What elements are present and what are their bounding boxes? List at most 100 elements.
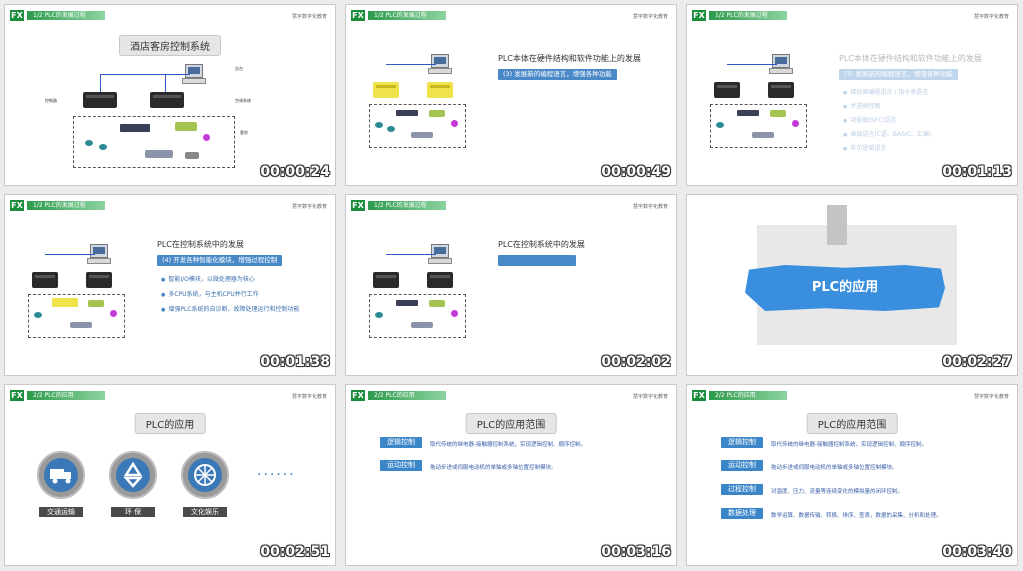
network-line bbox=[727, 64, 777, 65]
network-line bbox=[386, 64, 436, 65]
thumbnail-5[interactable]: FX 1/2 PLC的发展过程 慧宇数字化教育 PLC在控制系统中的发展 00:… bbox=[345, 194, 677, 376]
key-card-icon bbox=[375, 312, 383, 318]
network-line bbox=[386, 254, 436, 255]
switch-device bbox=[52, 298, 78, 307]
section-title: PLC在控制系统中的发展 bbox=[157, 240, 244, 249]
section-title: PLC本体在硬件结构和软件功能上的发展 bbox=[498, 54, 641, 63]
highlight-bar bbox=[498, 255, 576, 266]
thumbnail-2[interactable]: FX 1/2 PLC的发展过程 慧宇数字化教育 PLC本体在硬件结构和软件功能上… bbox=[345, 4, 677, 186]
video-thumbnail-grid: FX 1/2 PLC的发展过程 慧宇数字化教育 酒店客房控制系统 总台 控制器 … bbox=[4, 4, 1019, 567]
slide-title: PLC的应用范围 bbox=[806, 413, 898, 434]
diagram-label: 总台 bbox=[235, 66, 243, 71]
thumbnail-1[interactable]: FX 1/2 PLC的发展过程 慧宇数字化教育 酒店客房控制系统 总台 控制器 … bbox=[4, 4, 336, 186]
timestamp: 00:00:49 bbox=[601, 164, 671, 180]
chapter-label: 1/2 PLC的发展过程 bbox=[368, 11, 446, 20]
controller-device bbox=[32, 272, 58, 288]
category-button: 逻辑控制 bbox=[380, 437, 422, 448]
fx-logo-icon: FX bbox=[351, 10, 365, 21]
brand-logo: 慧宇数字化教育 bbox=[291, 204, 327, 210]
machine-funnel bbox=[827, 205, 847, 245]
slide-title: 酒店客房控制系统 bbox=[119, 35, 221, 56]
switch-device bbox=[396, 300, 418, 306]
chapter-label: 1/2 PLC的发展过程 bbox=[709, 11, 787, 20]
thumbnail-4[interactable]: FX 1/2 PLC的发展过程 慧宇数字化教育 PLC在控制系统中的发展 (4)… bbox=[4, 194, 336, 376]
chapter-label: 1/2 PLC的发展过程 bbox=[27, 201, 105, 210]
sensor-icon bbox=[792, 120, 799, 127]
brand-logo: 慧宇数字化教育 bbox=[291, 394, 327, 400]
module-device bbox=[429, 300, 445, 307]
category-button: 数据处理 bbox=[721, 508, 763, 519]
switch-device bbox=[737, 110, 759, 116]
controller-device bbox=[427, 82, 453, 98]
timestamp: 00:03:16 bbox=[601, 544, 671, 560]
sensor-icon bbox=[203, 134, 210, 141]
fx-logo-icon: FX bbox=[351, 200, 365, 211]
slide-header: FX 1/2 PLC的发展过程 慧宇数字化教育 bbox=[346, 5, 676, 27]
computer-base-icon bbox=[428, 258, 452, 264]
bullet-item: 高级语言(C语、BASIC、汇编) bbox=[843, 129, 931, 138]
slide-header: FX 2/2 PLC的应用 慧宇数字化教育 bbox=[687, 385, 1017, 407]
computer-base-icon bbox=[182, 78, 206, 84]
highlight-bar: (3) 发展新的编程语言，增强各种功能 bbox=[839, 69, 958, 80]
module-device bbox=[175, 122, 197, 131]
thumbnail-8[interactable]: FX 2/2 PLC的应用 慧宇数字化教育 PLC的应用范围 逻辑控制 取代传统… bbox=[345, 384, 677, 566]
controller-device bbox=[427, 272, 453, 288]
computer-base-icon bbox=[428, 68, 452, 74]
slide-header: FX 2/2 PLC的应用 慧宇数字化教育 bbox=[346, 385, 676, 407]
computer-icon bbox=[90, 244, 108, 258]
module-device bbox=[88, 300, 104, 307]
brand-logo: 慧宇数字化教育 bbox=[973, 14, 1009, 20]
panel-device bbox=[752, 132, 774, 138]
sensor-icon bbox=[451, 310, 458, 317]
computer-icon bbox=[431, 244, 449, 258]
diagram-label: 空调系统 bbox=[235, 98, 251, 103]
thumbnail-7[interactable]: FX 2/2 PLC的应用 慧宇数字化教育 PLC的应用 交通运输 环 保 文化… bbox=[4, 384, 336, 566]
ferris-wheel-icon bbox=[181, 451, 229, 499]
section-title: PLC在控制系统中的发展 bbox=[498, 240, 585, 249]
phone-device bbox=[185, 152, 199, 159]
thumbnail-6[interactable]: PLC的应用 00:02:27 bbox=[686, 194, 1018, 376]
diagram-label: 控制器 bbox=[45, 98, 57, 103]
category-description: 数学运算、数据传输、转换、排序、查表，数据的采集、分析和处理。 bbox=[771, 513, 942, 519]
category-description: 拖动步进或伺服电动机的单轴或多轴位置控制模块。 bbox=[771, 465, 898, 471]
category-description: 取代传统的继电器-接触器控制系统，实现逻辑控制、顺序控制。 bbox=[430, 442, 586, 448]
timestamp: 00:02:51 bbox=[260, 544, 330, 560]
timestamp: 00:00:24 bbox=[260, 164, 330, 180]
bullet-item: 增强PLC系统的自诊断、故障处理运行和控制功能 bbox=[161, 304, 299, 313]
computer-icon bbox=[772, 54, 790, 68]
brand-logo: 慧宇数字化教育 bbox=[632, 204, 668, 210]
chapter-label: 2/2 PLC的应用 bbox=[709, 391, 787, 400]
thumbnail-9[interactable]: FX 2/2 PLC的应用 慧宇数字化教育 PLC的应用范围 逻辑控制 取代传统… bbox=[686, 384, 1018, 566]
network-line bbox=[100, 74, 190, 75]
key-card-icon bbox=[716, 122, 724, 128]
category-description: 取代传统的继电器-接触器控制系统，实现逻辑控制、顺序控制。 bbox=[771, 442, 927, 448]
controller-device bbox=[373, 82, 399, 98]
sensor-icon bbox=[110, 310, 117, 317]
bullet-item: 布尔逻辑语言 bbox=[843, 143, 886, 152]
timestamp: 00:03:40 bbox=[942, 544, 1012, 560]
slide-header: FX 1/2 PLC的发展过程 慧宇数字化教育 bbox=[5, 5, 335, 27]
category-description: 拖动步进或伺服电动机的单轴或多轴位置控制模块。 bbox=[430, 465, 557, 471]
brand-logo: 慧宇数字化教育 bbox=[291, 14, 327, 20]
category-button: 运动控制 bbox=[380, 460, 422, 471]
controller-device bbox=[714, 82, 740, 98]
panel-device bbox=[145, 150, 173, 158]
thumbnail-3[interactable]: FX 1/2 PLC的发展过程 慧宇数字化教育 PLC本体在硬件结构和软件功能上… bbox=[686, 4, 1018, 186]
controller-device bbox=[768, 82, 794, 98]
fx-logo-icon: FX bbox=[351, 390, 365, 401]
panel-device bbox=[70, 322, 92, 328]
key-card-icon bbox=[34, 312, 42, 318]
computer-icon bbox=[431, 54, 449, 68]
computer-base-icon bbox=[769, 68, 793, 74]
panel-device bbox=[411, 132, 433, 138]
app-label: 交通运输 bbox=[39, 507, 83, 517]
chapter-label: 2/2 PLC的应用 bbox=[27, 391, 105, 400]
bullet-item: 多CPU系统，与主机CPU并行工作 bbox=[161, 289, 258, 298]
switch-device bbox=[120, 124, 150, 132]
room-boundary bbox=[369, 294, 466, 338]
key-card-icon bbox=[387, 126, 395, 132]
chapter-label: 1/2 PLC的发展过程 bbox=[368, 201, 446, 210]
controller-device bbox=[86, 272, 112, 288]
chapter-label: 1/2 PLC的发展过程 bbox=[27, 11, 105, 20]
brand-logo: 慧宇数字化教育 bbox=[973, 394, 1009, 400]
